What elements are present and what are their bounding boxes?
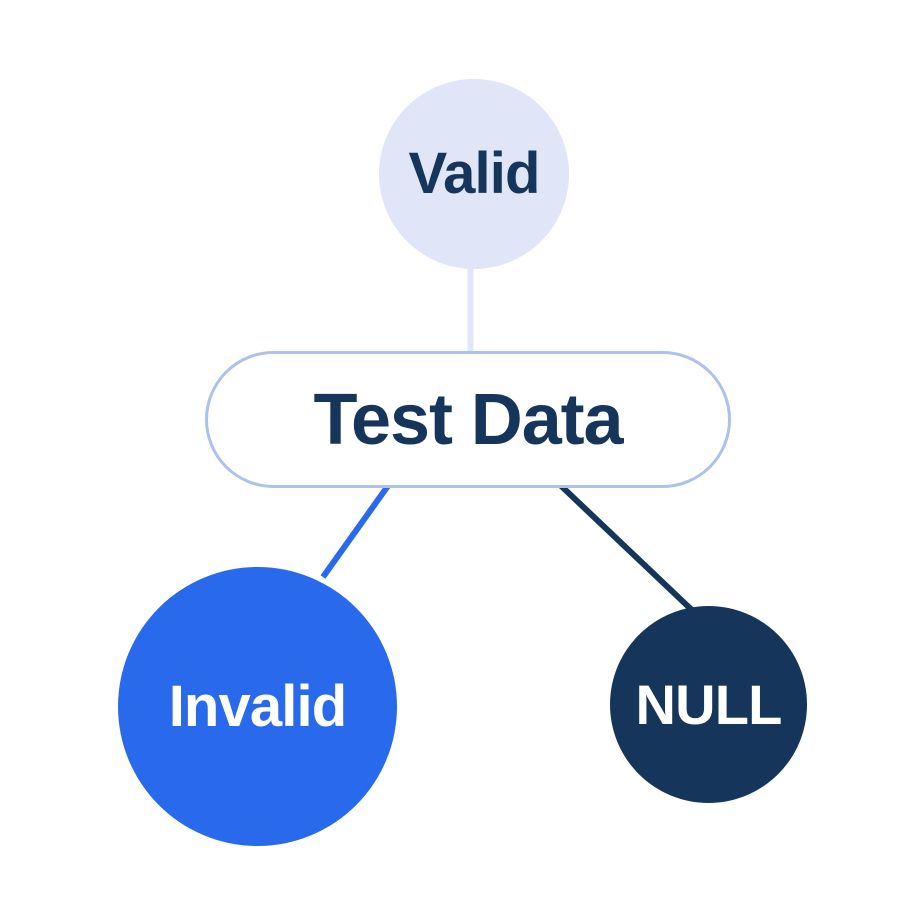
node-invalid-label: Invalid: [168, 673, 347, 739]
node-null: NULL: [610, 606, 807, 803]
node-invalid: Invalid: [118, 567, 397, 846]
edge-testdata-to-invalid: [320, 481, 393, 579]
node-valid: Valid: [379, 79, 569, 269]
node-null-label: NULL: [635, 672, 783, 736]
node-test-data: Test Data: [205, 351, 731, 488]
edge-testdata-to-null: [554, 479, 698, 616]
node-valid-label: Valid: [408, 141, 540, 206]
node-test-data-label: Test Data: [313, 379, 623, 460]
